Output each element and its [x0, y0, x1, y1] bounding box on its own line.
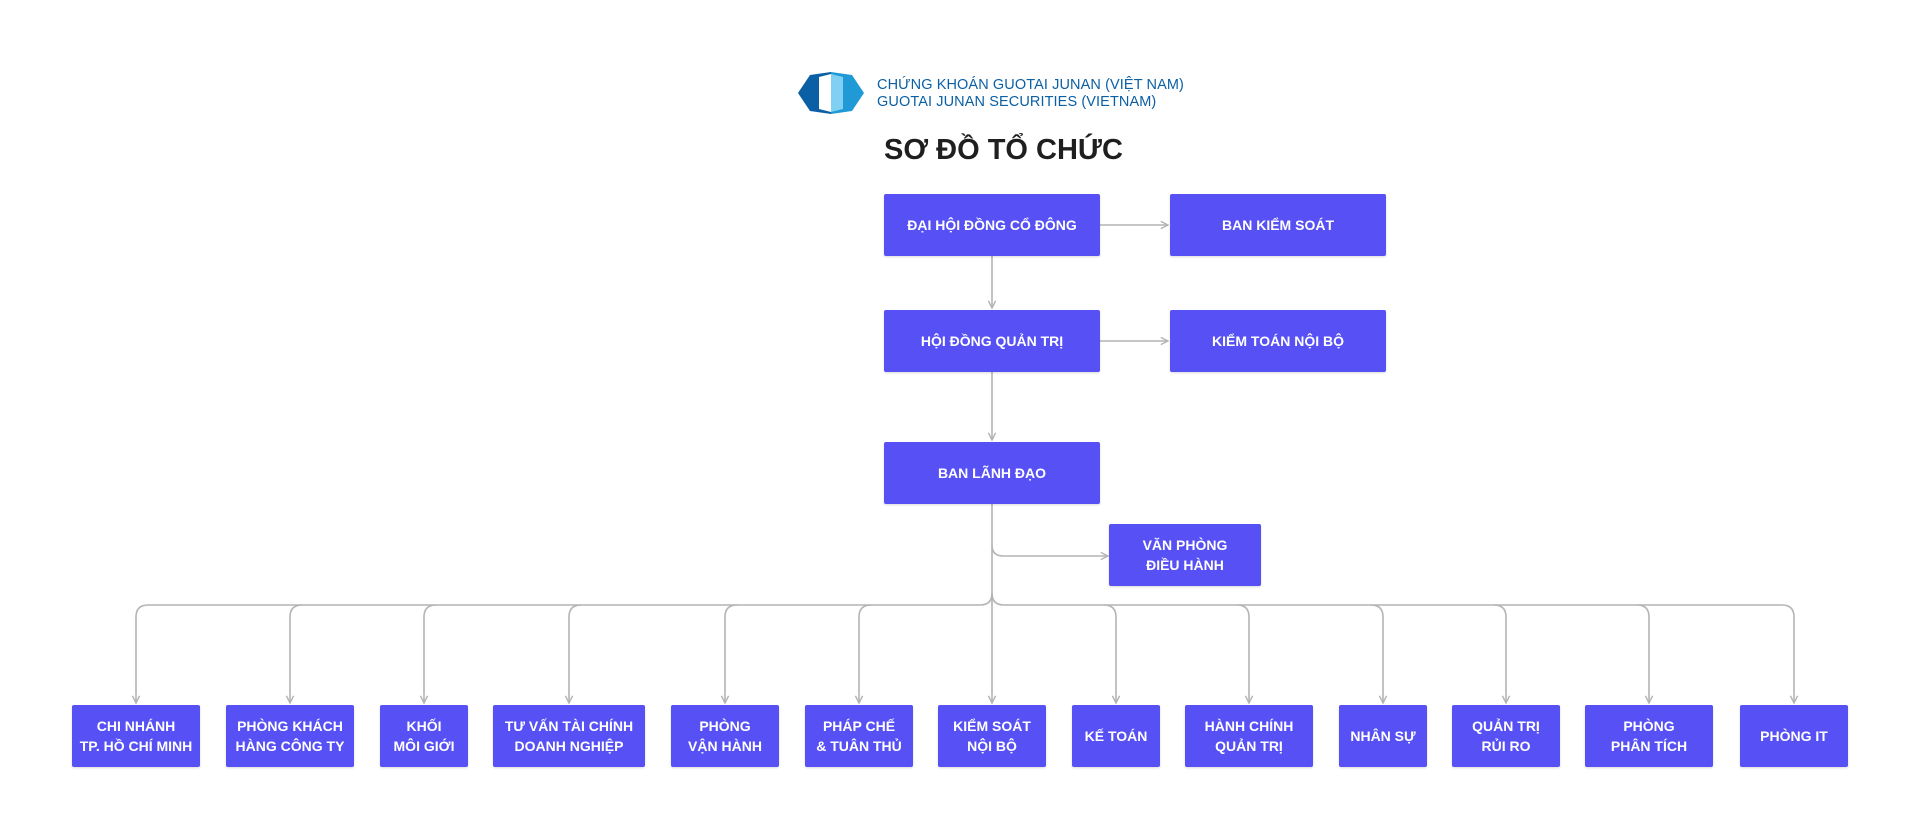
dept-label: PHÒNG KHÁCH HÀNG CÔNG TY [235, 718, 345, 754]
bus-left [136, 592, 993, 703]
node-label: HỘI ĐỒNG QUẢN TRỊ [920, 333, 1064, 349]
node-label: VĂN PHÒNG ĐIỀU HÀNH [1142, 537, 1228, 573]
dept-label: PHÒNG PHÂN TÍCH [1610, 718, 1688, 754]
dept-phong-khach-hang-cong-ty: PHÒNG KHÁCH HÀNG CÔNG TY [226, 705, 354, 767]
dept-quan-tri-rui-ro: QUẢN TRỊ RỦI RO [1452, 705, 1560, 767]
node-van-phong-dieu-hanh: VĂN PHÒNG ĐIỀU HÀNH [1109, 524, 1261, 586]
dept-ke-toan: KẾ TOÁN [1072, 705, 1160, 767]
node-label: BAN KIỂM SOÁT [1222, 217, 1334, 233]
node-dai-hoi-dong-co-dong: ĐẠI HỘI ĐỒNG CỔ ĐÔNG [884, 194, 1100, 256]
node-label: BAN LÃNH ĐẠO [937, 465, 1047, 481]
node-ban-lanh-dao: BAN LÃNH ĐẠO [884, 442, 1100, 504]
company-logo [798, 72, 864, 119]
arrow-bld-to-vpdh [991, 544, 1108, 556]
company-name-en: GUOTAI JUNAN SECURITIES (VIETNAM) [877, 94, 1157, 110]
company-name: CHỨNG KHOÁN GUOTAI JUNAN (VIỆT NAM) GUOT… [877, 77, 1184, 111]
dept-label: PHÒNG IT [1760, 728, 1828, 744]
dept-label: HÀNH CHÍNH QUẢN TRỊ [1204, 718, 1294, 754]
dept-khoi-moi-gioi: KHỐI MÔI GIỚI [380, 705, 468, 767]
dept-tu-van-tai-chinh: TƯ VẤN TÀI CHÍNH DOANH NGHIỆP [493, 705, 645, 767]
page-title: SƠ ĐỒ TỔ CHỨC [884, 134, 1123, 166]
dept-label: CHI NHÁNH TP. HỒ CHÍ MINH [79, 718, 193, 754]
node-label: KIỂM TOÁN NỘI BỘ [1212, 333, 1344, 349]
node-ban-kiem-soat: BAN KIỂM SOÁT [1170, 194, 1386, 256]
dept-phong-phan-tich: PHÒNG PHÂN TÍCH [1585, 705, 1713, 767]
dept-label: PHÒNG VẬN HÀNH [688, 718, 762, 754]
company-name-vi: CHỨNG KHOÁN GUOTAI JUNAN (VIỆT NAM) [877, 77, 1184, 93]
dept-kiem-soat-noi-bo: KIỂM SOÁT NỘI BỘ [938, 705, 1046, 767]
dept-phap-che-tuan-thu: PHÁP CHẾ & TUÂN THỦ [805, 705, 913, 767]
logo-icon [798, 72, 864, 114]
dept-phong-van-hanh: PHÒNG VẬN HÀNH [671, 705, 779, 767]
dept-phong-it: PHÒNG IT [1740, 705, 1848, 767]
node-hoi-dong-quan-tri: HỘI ĐỒNG QUẢN TRỊ [884, 310, 1100, 372]
node-label: ĐẠI HỘI ĐỒNG CỔ ĐÔNG [907, 217, 1077, 233]
dept-label: KẾ TOÁN [1084, 728, 1148, 744]
dept-chi-nhanh-hcm: CHI NHÁNH TP. HỒ CHÍ MINH [72, 705, 200, 767]
dept-label: KHỐI MÔI GIỚI [393, 718, 455, 754]
node-kiem-toan-noi-bo: KIỂM TOÁN NỘI BỘ [1170, 310, 1386, 372]
dept-label: PHÁP CHẾ & TUÂN THỦ [816, 718, 902, 754]
dept-label: NHÂN SỰ [1350, 728, 1416, 744]
bus-right [991, 592, 1794, 703]
dept-label: TƯ VẤN TÀI CHÍNH DOANH NGHIỆP [504, 718, 634, 754]
dept-label: QUẢN TRỊ RỦI RO [1472, 718, 1540, 754]
dept-nhan-su: NHÂN SỰ [1339, 705, 1427, 767]
dept-label: KIỂM SOÁT NỘI BỘ [953, 718, 1031, 754]
dept-hanh-chinh-quan-tri: HÀNH CHÍNH QUẢN TRỊ [1185, 705, 1313, 767]
